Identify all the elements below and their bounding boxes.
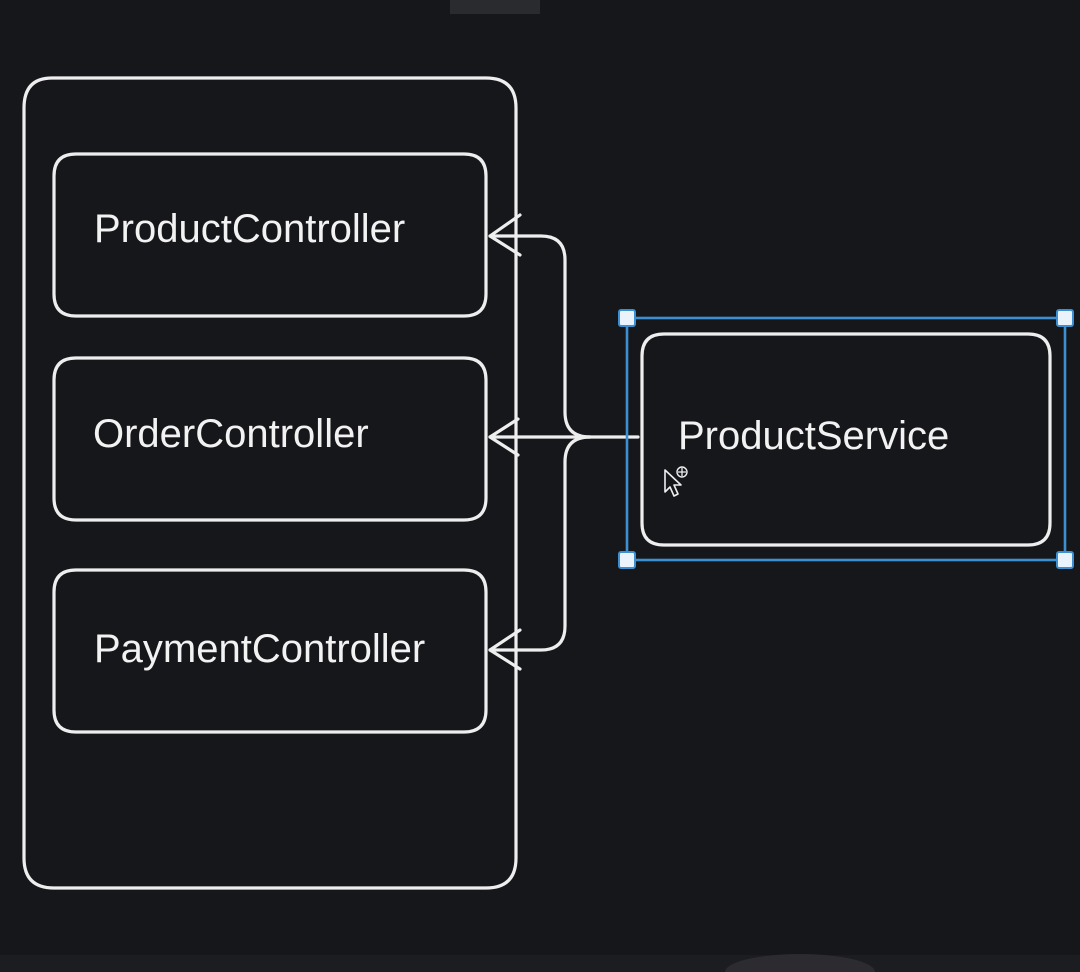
- resize-handle-bottom-right[interactable]: [1057, 552, 1073, 568]
- product-controller-label: ProductController: [94, 207, 405, 251]
- payment-controller-node[interactable]: PaymentController: [54, 570, 486, 732]
- top-blur-artifact: [450, 0, 540, 14]
- arrow-to-payment-controller[interactable]: [490, 437, 590, 669]
- resize-handle-top-left[interactable]: [619, 310, 635, 326]
- move-cursor-icon: [665, 467, 687, 496]
- product-service-label: ProductService: [678, 414, 949, 458]
- arrow-to-product-controller[interactable]: [490, 215, 638, 437]
- bottom-strip: [0, 955, 1080, 972]
- order-controller-node[interactable]: OrderController: [54, 358, 486, 520]
- product-controller-node[interactable]: ProductController: [54, 154, 486, 316]
- order-controller-label: OrderController: [93, 412, 369, 456]
- resize-handle-bottom-left[interactable]: [619, 552, 635, 568]
- payment-controller-label: PaymentController: [94, 627, 425, 671]
- product-service-node[interactable]: ProductService: [642, 334, 1050, 545]
- arrow-to-order-controller[interactable]: [490, 419, 590, 455]
- resize-handle-top-right[interactable]: [1057, 310, 1073, 326]
- outer-container[interactable]: [24, 78, 516, 888]
